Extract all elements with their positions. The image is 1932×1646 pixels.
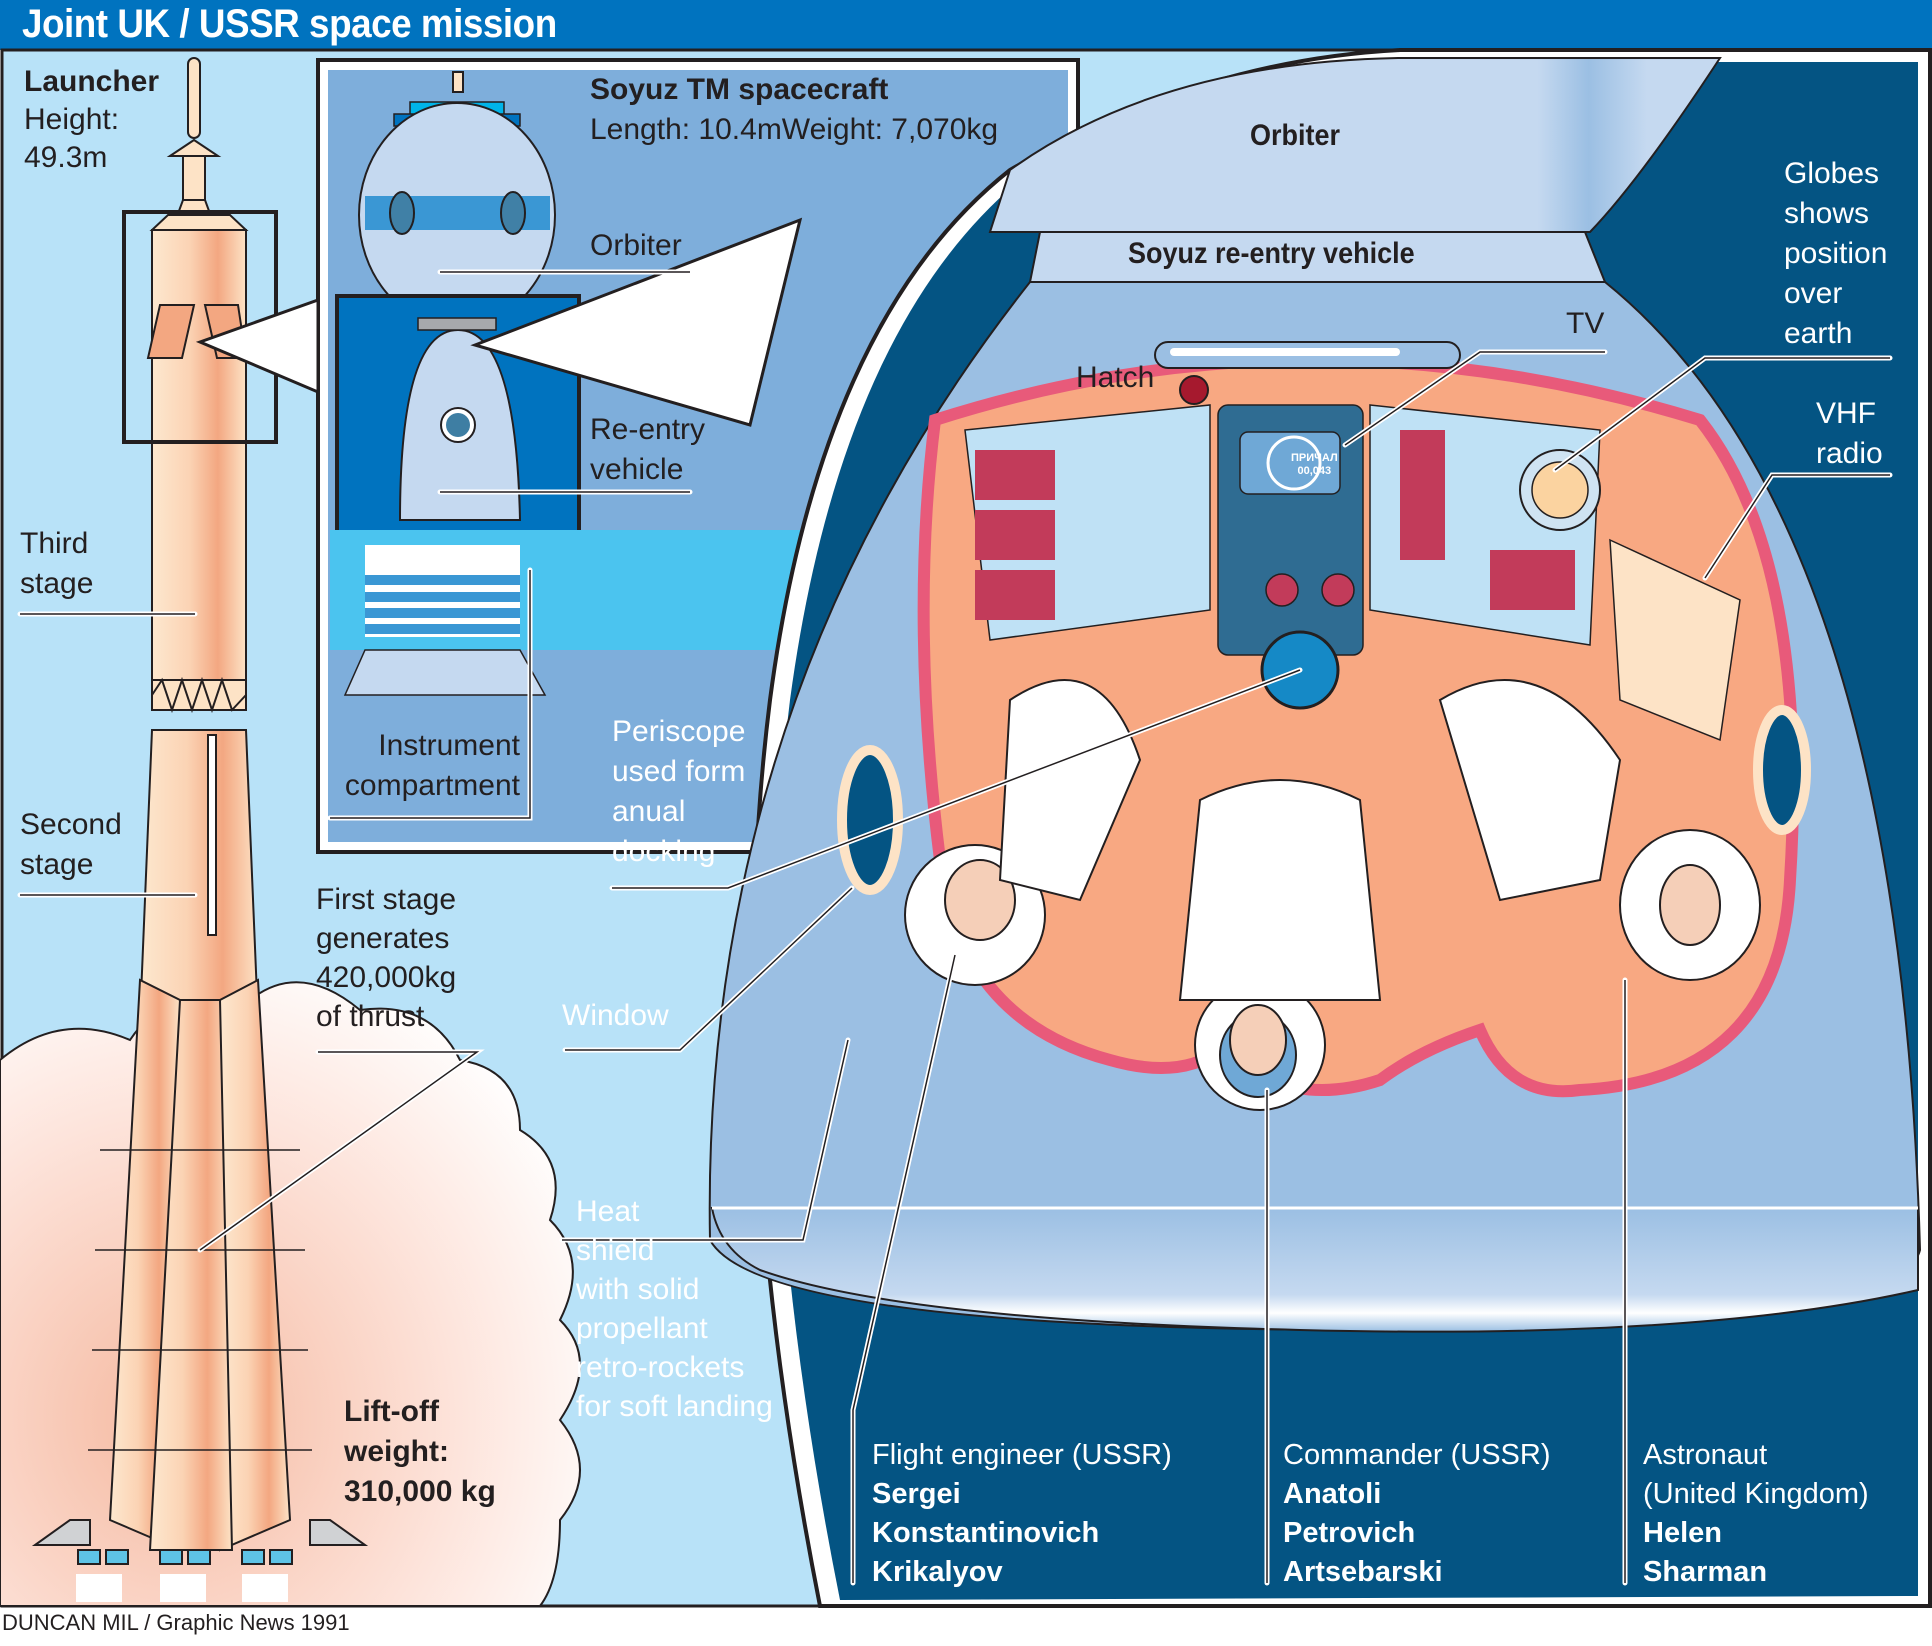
first-stage-label: First stage generates 420,000kg of thrus… bbox=[316, 880, 456, 1036]
liftoff-weight-label: Lift-off weight: 310,000 kg bbox=[344, 1392, 496, 1512]
vhf-radio-label: VHF radio bbox=[1816, 394, 1883, 474]
flight-engineer-name-1: Sergei bbox=[872, 1478, 961, 1510]
first-stage-line-3: 420,000kg bbox=[316, 961, 457, 994]
periscope-line-3: anual bbox=[612, 795, 686, 828]
crew-astronaut: Astronaut (United Kingdom) Helen Sharman bbox=[1643, 1436, 1869, 1592]
crew-commander: Commander (USSR) Anatoli Petrovich Artse… bbox=[1283, 1436, 1551, 1592]
instrument-line-2: compartment bbox=[344, 769, 520, 802]
second-stage-label: Second stage bbox=[20, 805, 122, 885]
heat-shield bbox=[710, 1207, 1919, 1333]
reentry-line-2: vehicle bbox=[590, 453, 684, 486]
third-stage-line-2: stage bbox=[20, 567, 94, 600]
flight-engineer-name-2: Konstantinovich bbox=[872, 1517, 1100, 1549]
heat-shield-line-6: for soft landing bbox=[576, 1390, 773, 1423]
globe-line-2: shows bbox=[1784, 197, 1870, 230]
page-title: Joint UK / USSR space mission bbox=[22, 2, 557, 46]
hatch-handle-icon bbox=[1179, 375, 1209, 405]
commander-name-3: Artsebarski bbox=[1283, 1556, 1443, 1588]
astronaut-role-2: (United Kingdom) bbox=[1643, 1478, 1869, 1510]
reentry-small-label: Re-entry vehicle bbox=[590, 410, 705, 490]
heat-shield-line-5: retro-rockets bbox=[576, 1351, 745, 1384]
second-stage-line-2: stage bbox=[20, 848, 94, 881]
liftoff-line-1: Lift-off bbox=[344, 1395, 439, 1428]
launcher-height-value: 49.3m bbox=[24, 141, 108, 174]
window-right bbox=[1753, 705, 1811, 835]
second-stage-line-1: Second bbox=[20, 808, 122, 841]
crew-flight-engineer: Flight engineer (USSR) Sergei Konstantin… bbox=[872, 1436, 1172, 1592]
astronaut-role-1: Astronaut bbox=[1643, 1439, 1768, 1471]
heat-shield-line-1: Heat bbox=[576, 1195, 640, 1228]
soyuz-tm-specs: Length: 10.4mWeight: 7,070kg bbox=[590, 113, 999, 146]
window-left bbox=[837, 745, 903, 895]
reentry-line-1: Re-entry bbox=[590, 413, 706, 446]
globe-line-1: Globes bbox=[1784, 157, 1880, 190]
heat-shield-line-4: propellant bbox=[576, 1312, 708, 1345]
orbiter-label: Orbiter bbox=[1250, 119, 1341, 152]
instrument-line-1: Instrument bbox=[378, 729, 520, 762]
astronaut-name-1: Helen bbox=[1643, 1517, 1722, 1549]
vhf-line-1: VHF bbox=[1816, 397, 1876, 430]
vhf-radio-unit bbox=[1609, 538, 1741, 742]
orbiter-section bbox=[988, 57, 1722, 233]
periscope-line-1: Periscope bbox=[612, 715, 746, 748]
hatch-label: Hatch bbox=[1076, 361, 1155, 394]
tv-screen-line-1: ПРИЧАЛ bbox=[1291, 452, 1338, 464]
globe-label: Globes shows position over earth bbox=[1784, 154, 1887, 354]
periscope-label: Periscope used form anual docking bbox=[612, 712, 745, 872]
liftoff-line-2: weight: bbox=[344, 1435, 449, 1468]
control-panels bbox=[964, 404, 1601, 656]
crew-illustration bbox=[904, 679, 1761, 1111]
periscope-line-2: used form bbox=[612, 755, 746, 788]
instrument-compartment-label: Instrument compartment bbox=[326, 726, 520, 806]
tv-screen-readout: ПРИЧАЛ 00,043 bbox=[1291, 452, 1338, 478]
launcher-height-label: Height: bbox=[24, 103, 120, 136]
commander-name-2: Petrovich bbox=[1283, 1517, 1416, 1549]
first-stage-line-1: First stage bbox=[316, 883, 457, 916]
commander-role: Commander (USSR) bbox=[1283, 1439, 1551, 1471]
astronaut-name-2: Sharman bbox=[1643, 1556, 1768, 1588]
reentry-vehicle-label: Soyuz re-entry vehicle bbox=[1128, 237, 1415, 270]
tv-label: TV bbox=[1566, 307, 1605, 340]
soyuz-tm-heading: Soyuz TM spacecraft bbox=[590, 73, 889, 106]
vhf-line-2: radio bbox=[1816, 437, 1883, 470]
first-stage-line-2: generates bbox=[316, 922, 450, 955]
flight-engineer-name-3: Krikalyov bbox=[872, 1556, 1003, 1588]
flight-engineer-role: Flight engineer (USSR) bbox=[872, 1439, 1172, 1471]
globe-line-4: over bbox=[1784, 277, 1843, 310]
launcher-heading: Launcher bbox=[24, 65, 160, 98]
globe-line-3: position bbox=[1784, 237, 1888, 270]
heat-shield-line-2: shield bbox=[576, 1234, 655, 1267]
first-stage-line-4: of thrust bbox=[316, 1000, 425, 1033]
third-stage-line-1: Third bbox=[20, 527, 89, 560]
window-label: Window bbox=[562, 999, 669, 1032]
periscope-line-4: docking bbox=[612, 835, 716, 868]
title-bar: Joint UK / USSR space mission bbox=[0, 0, 1932, 50]
credit-line: DUNCAN MIL / Graphic News 1991 bbox=[2, 1610, 350, 1635]
orbiter-small-label: Orbiter bbox=[590, 229, 682, 262]
tv-screen-line-2: 00,043 bbox=[1297, 465, 1332, 477]
globe-line-5: earth bbox=[1784, 317, 1853, 350]
commander-name-1: Anatoli bbox=[1283, 1478, 1382, 1510]
third-stage-label: Third stage bbox=[20, 524, 93, 604]
heat-shield-label: Heat shield with solid propellant retro-… bbox=[576, 1192, 773, 1426]
liftoff-line-3: 310,000 kg bbox=[344, 1475, 496, 1508]
heat-shield-line-3: with solid bbox=[576, 1273, 700, 1306]
